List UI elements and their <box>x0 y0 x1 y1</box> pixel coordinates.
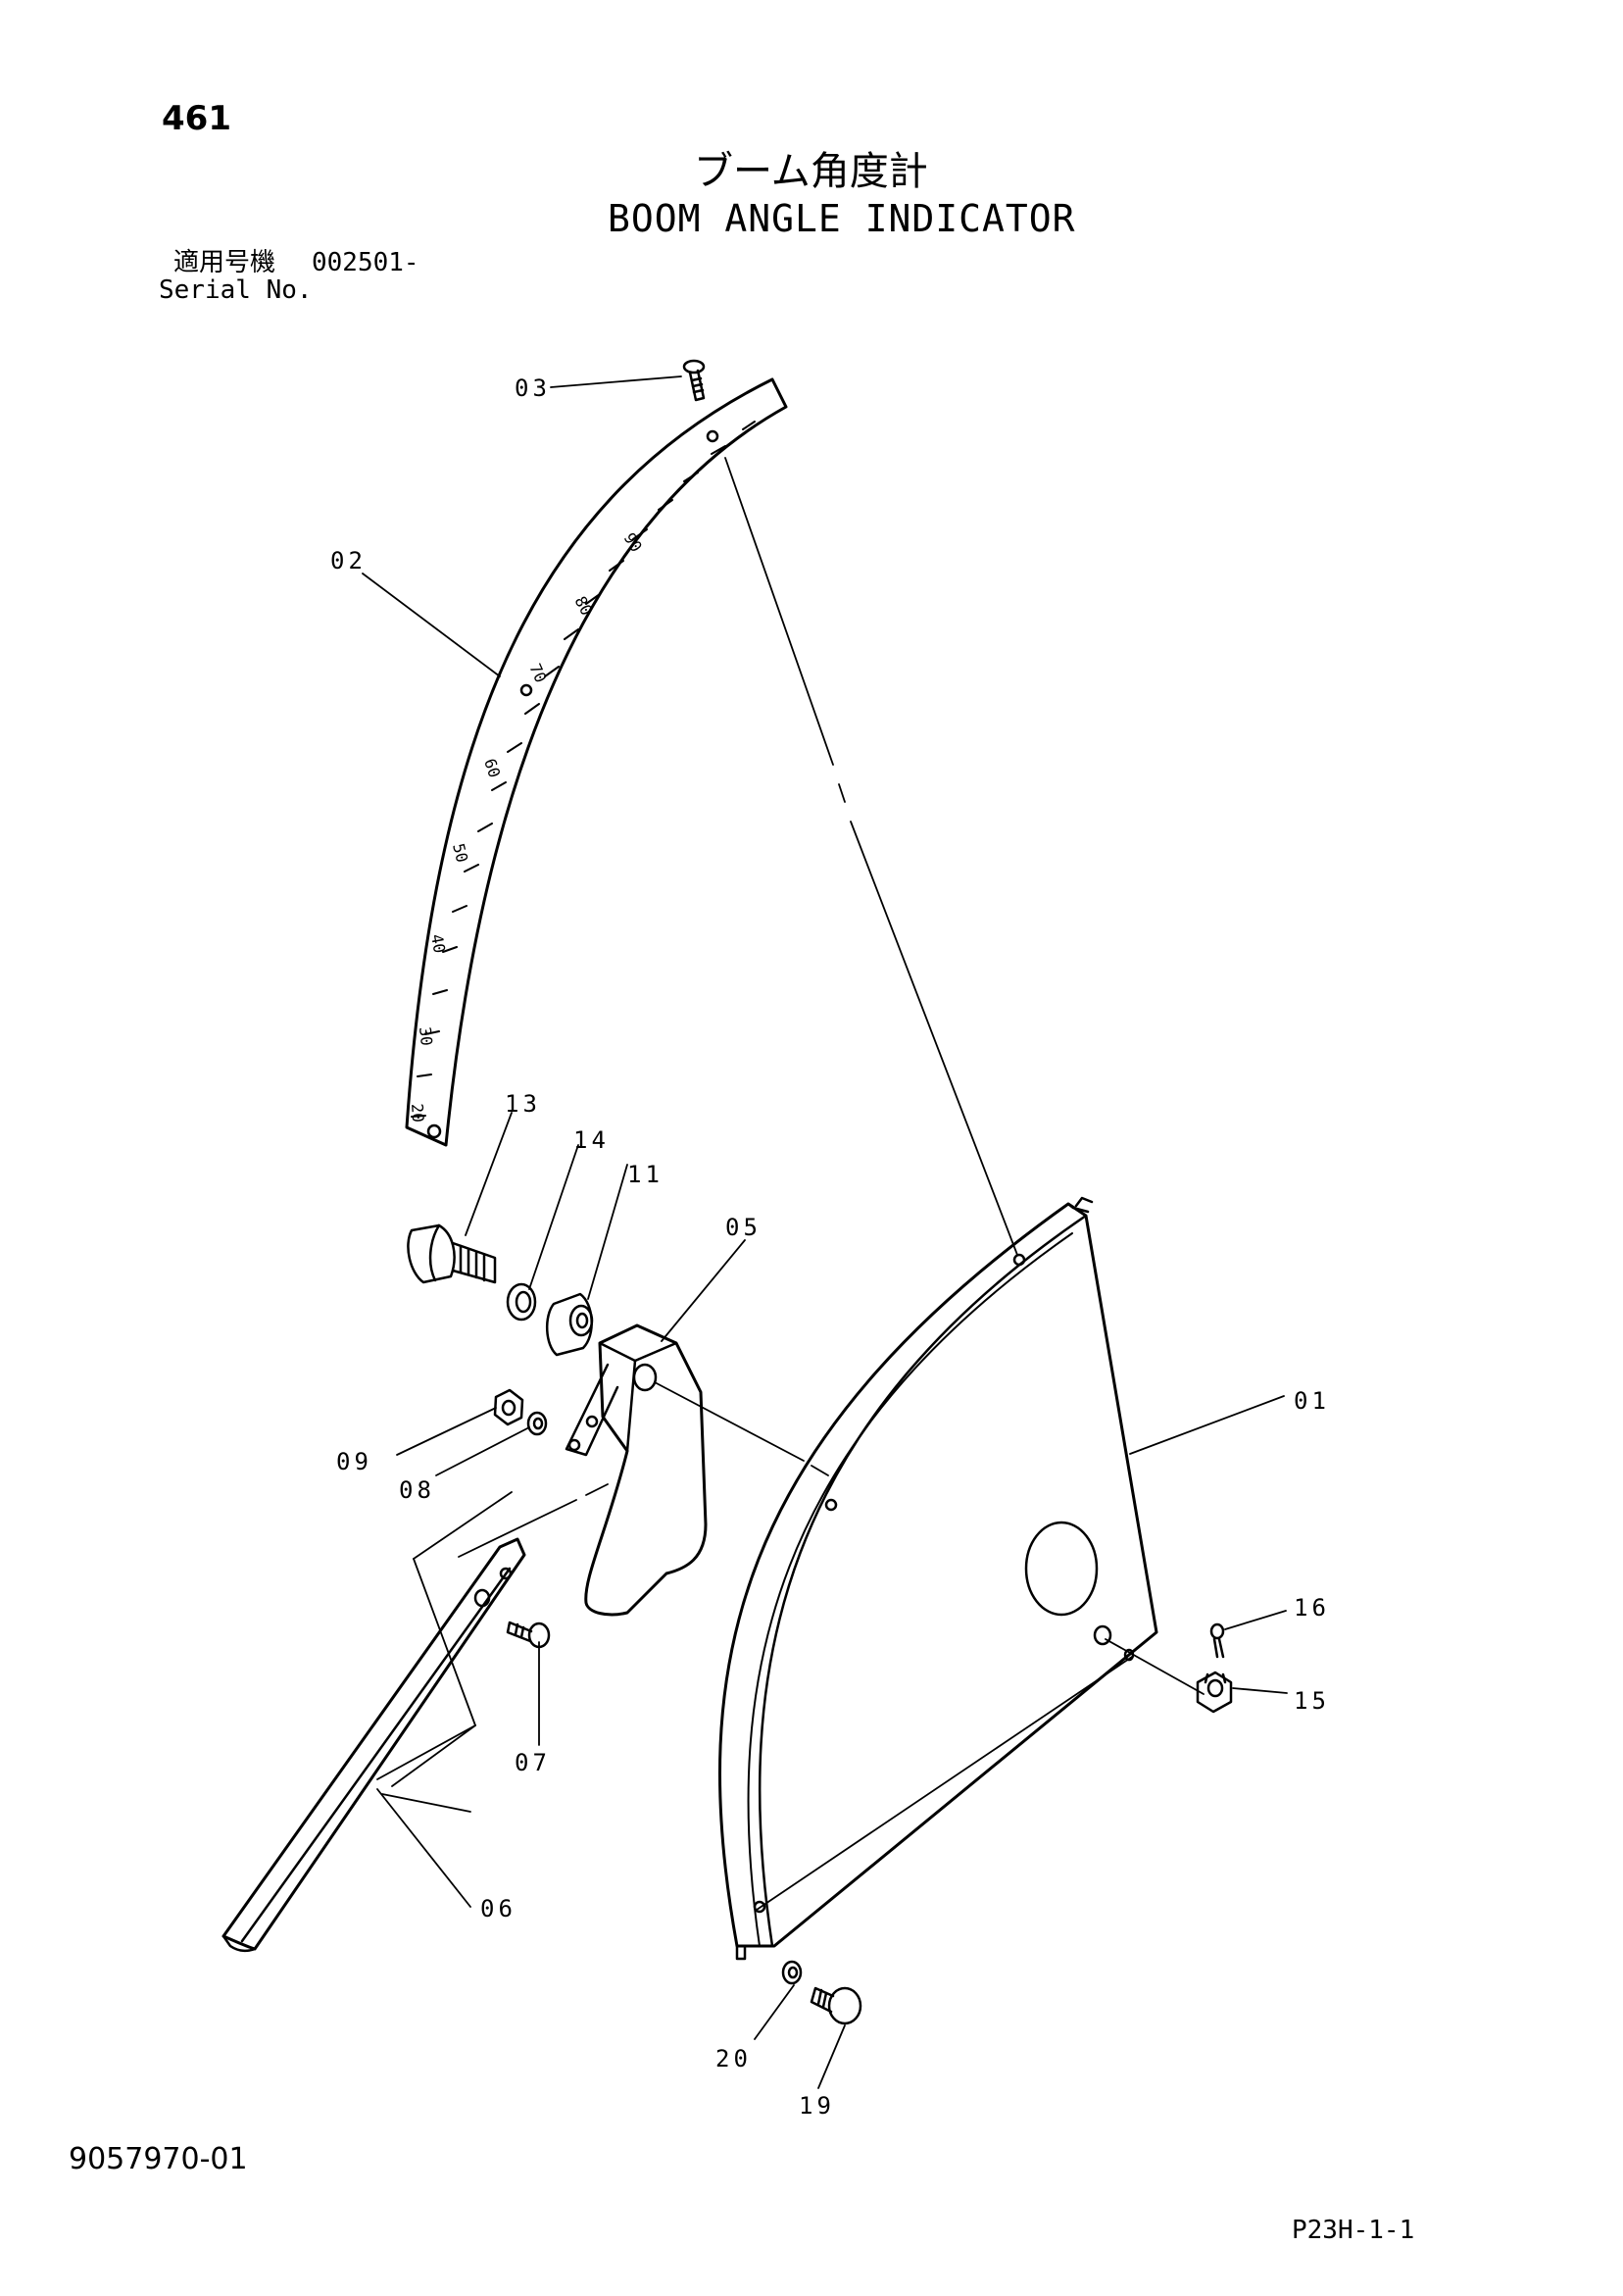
part-14-washer <box>506 1282 537 1322</box>
part-06-pointer <box>221 1537 526 1953</box>
scale-number-20: 20 <box>408 1103 427 1123</box>
callout-13: 13 <box>505 1090 541 1118</box>
callout-07: 07 <box>515 1749 551 1776</box>
part-03-screw <box>682 359 706 402</box>
callout-20: 20 <box>715 2045 752 2072</box>
callout-03: 03 <box>515 374 551 402</box>
title-english: BOOM ANGLE INDICATOR <box>608 197 1076 240</box>
callout-05: 05 <box>725 1214 762 1241</box>
part-01-quadrant-plate <box>718 1196 1158 1961</box>
callout-06: 06 <box>480 1895 516 1922</box>
part-20-washer <box>781 1960 803 1985</box>
part-02-angle-scale <box>405 377 788 1147</box>
callout-09: 09 <box>336 1448 372 1475</box>
part-09-nut <box>493 1388 524 1426</box>
applicable-machine-label: 適用号機 <box>173 248 276 277</box>
scale-number-70: 70 <box>525 661 550 685</box>
scale-number-50: 50 <box>449 841 471 864</box>
part-13-bolt <box>407 1223 497 1284</box>
callout-14: 14 <box>573 1126 610 1154</box>
page-code: P23H-1-1 <box>1292 2216 1415 2245</box>
callout-11: 11 <box>627 1161 664 1188</box>
scale-number-40: 40 <box>427 932 449 954</box>
assembly-lines <box>458 457 1205 1911</box>
part-11-collar <box>546 1292 594 1357</box>
callout-01: 01 <box>1294 1387 1330 1415</box>
scale-number-60: 60 <box>480 756 504 779</box>
serial-number-label: Serial No. <box>159 275 313 305</box>
callout-labels: 01 02 03 05 06 07 08 09 11 13 14 15 16 1… <box>330 374 1330 2120</box>
callout-16: 16 <box>1294 1594 1330 1622</box>
callout-02: 02 <box>330 547 367 574</box>
callout-08: 08 <box>399 1476 435 1504</box>
callout-19: 19 <box>799 2092 835 2120</box>
part-16-cotter-pin <box>1209 1622 1225 1659</box>
part-07-screw <box>506 1621 551 1649</box>
callout-15: 15 <box>1294 1687 1330 1715</box>
part-15-castle-nut <box>1196 1671 1233 1714</box>
part-08-washer <box>526 1411 548 1436</box>
leader-lines <box>362 375 1288 2089</box>
part-19-bolt <box>810 1986 862 2025</box>
title-japanese: ブーム角度計 <box>694 149 928 194</box>
applicable-serial-value: 002501- <box>312 248 419 277</box>
scale-number-80: 80 <box>570 593 596 619</box>
scale-number-30: 30 <box>416 1025 436 1046</box>
page-number: 461 <box>162 99 231 138</box>
document-number: 9057970-01 <box>69 2142 248 2176</box>
part-05-bracket <box>565 1323 708 1617</box>
